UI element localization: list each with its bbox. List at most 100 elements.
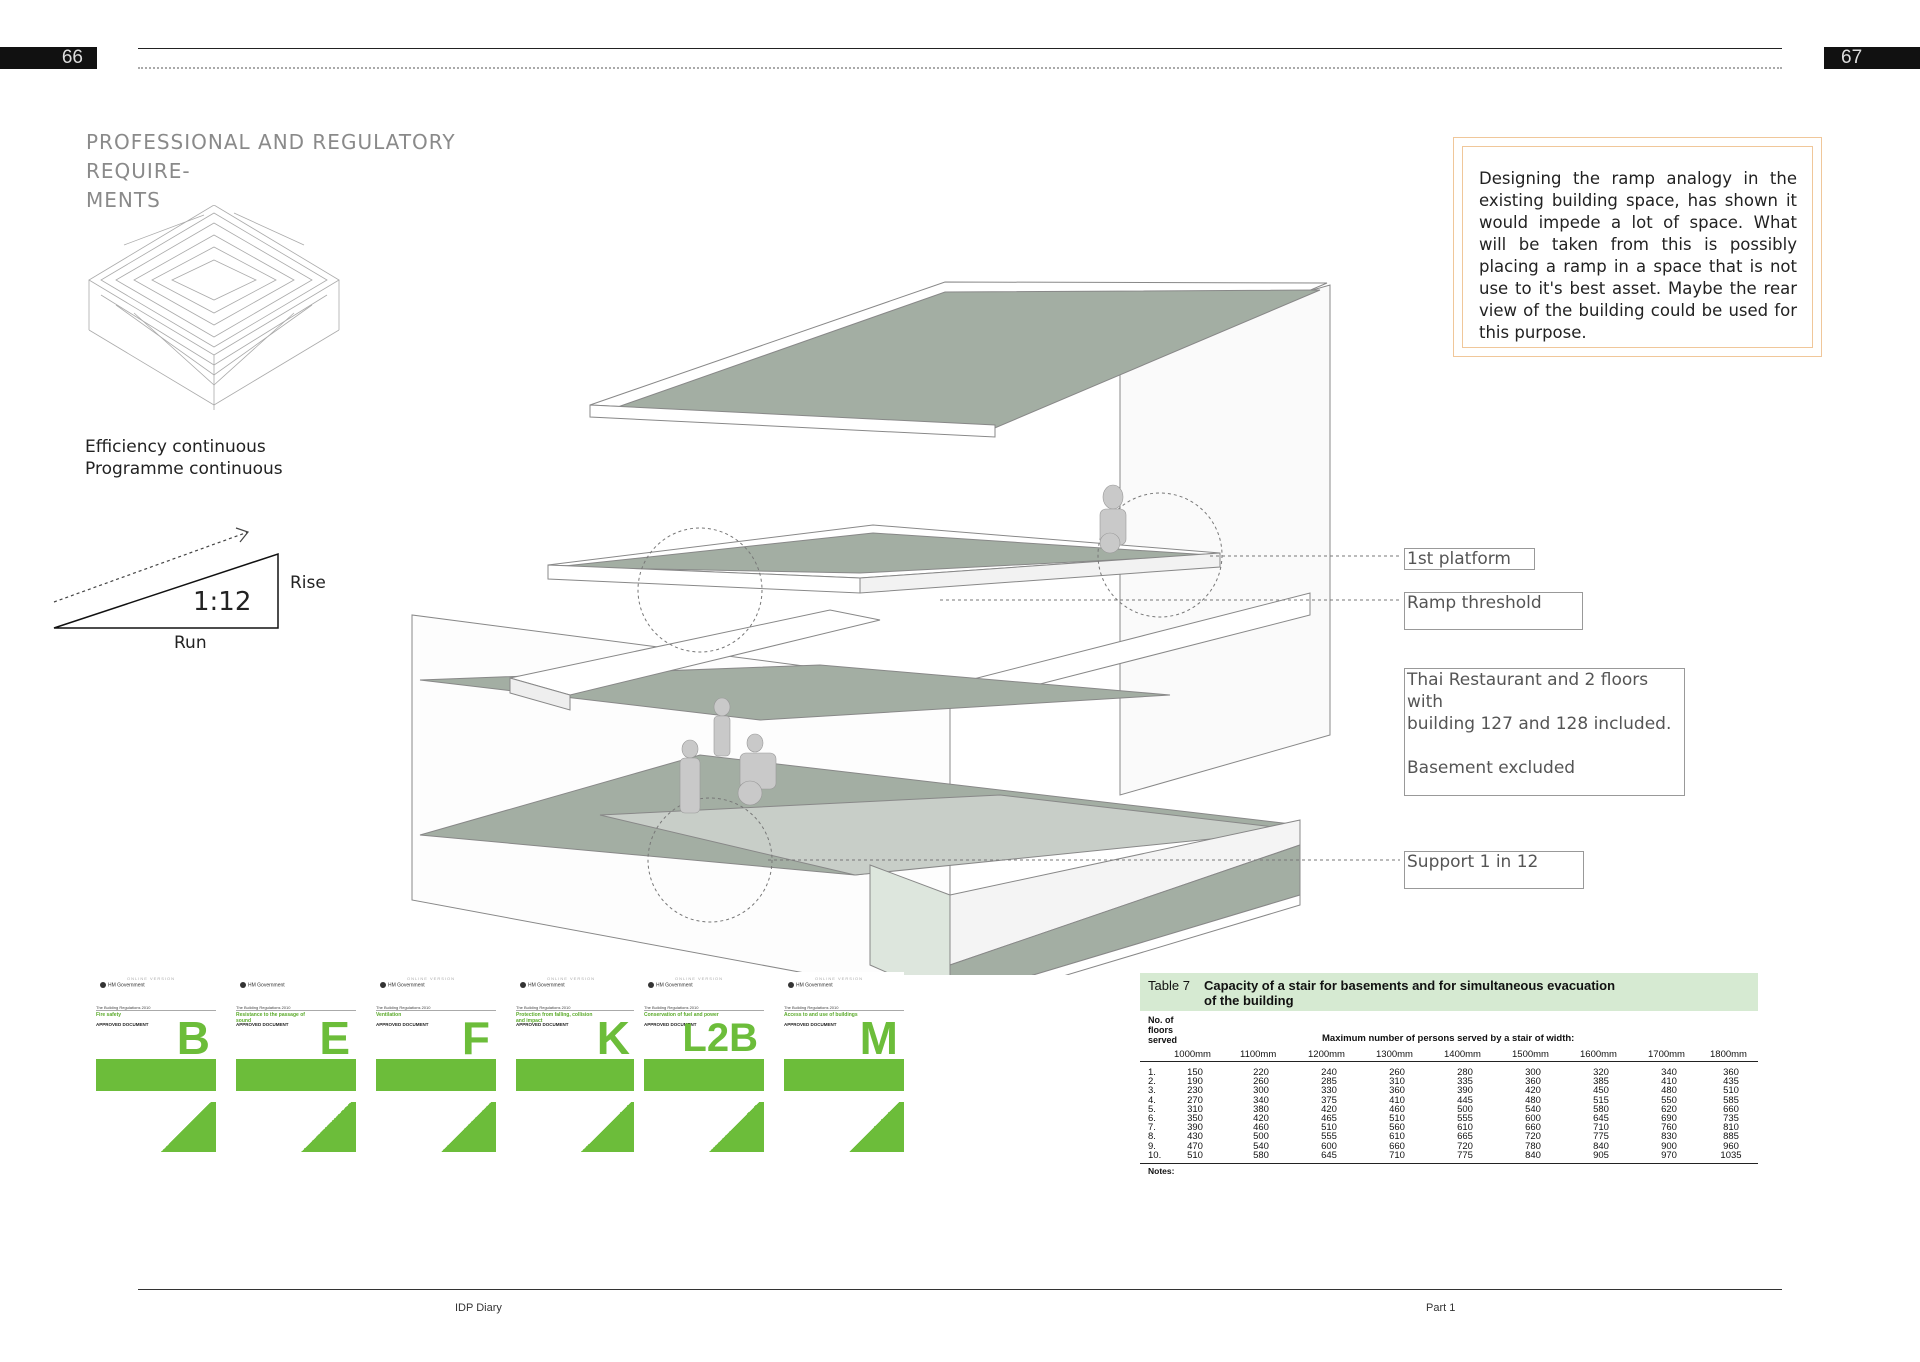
cover-regulations: The Building Regulations 2010: [96, 1005, 151, 1010]
table-cell: 885: [1723, 1131, 1739, 1143]
cover-rule: [516, 1010, 636, 1011]
table-cell: 375: [1321, 1094, 1337, 1106]
cover-regulations: The Building Regulations 2010: [784, 1005, 839, 1010]
table-cell: 710: [1593, 1122, 1609, 1134]
table-row-number: 3.: [1148, 1085, 1156, 1097]
table-cell: 340: [1661, 1067, 1677, 1078]
table-notes: Notes:: [1148, 1166, 1175, 1176]
person-child-head: [713, 697, 731, 717]
cover-government-logo: HM Government: [788, 982, 833, 988]
table-column-header: 1700mm: [1648, 1049, 1685, 1060]
table-cell: 515: [1593, 1094, 1609, 1106]
cover-approved-document: APPROVED DOCUMENT: [376, 1022, 429, 1027]
cover-regulations: The Building Regulations 2010: [644, 1005, 699, 1010]
table-cell: 775: [1457, 1149, 1473, 1161]
footer-rule: [138, 1289, 1782, 1290]
table-cell: 810: [1723, 1122, 1739, 1134]
table-row-number: 1.: [1148, 1067, 1156, 1078]
detail-circle-support: [647, 797, 773, 923]
table-cell: 410: [1389, 1094, 1405, 1106]
cover-corner: [156, 1102, 216, 1152]
cover-government-logo: HM Government: [100, 982, 145, 988]
table-cell: 150: [1187, 1067, 1203, 1078]
cover-approved-document: APPROVED DOCUMENT: [644, 1022, 697, 1027]
label-thai-line2: building 127 and 128 included.: [1407, 714, 1672, 734]
table-row-number: 4.: [1148, 1094, 1156, 1106]
ramp-ratio-label: 1:12: [193, 587, 252, 617]
cover-green-band: [236, 1059, 356, 1091]
table-cell: 780: [1525, 1140, 1541, 1152]
table-cell: 280: [1457, 1067, 1473, 1078]
cover-online-version: ONLINE VERSION: [674, 976, 723, 981]
table-cell: 775: [1593, 1131, 1609, 1143]
table-cell: 550: [1661, 1094, 1677, 1106]
table-cell: 285: [1321, 1076, 1337, 1088]
rise-label: Rise: [290, 573, 326, 593]
cover-corner: [704, 1102, 764, 1152]
table-rule: [1140, 1061, 1758, 1062]
cover-online-version: ONLINE VERSION: [406, 976, 455, 981]
note-text: Designing the ramp analogy in the existi…: [1479, 169, 1797, 342]
table-cell: 510: [1723, 1085, 1739, 1097]
cover-green-band: [96, 1059, 216, 1091]
table-cell: 480: [1661, 1085, 1677, 1097]
ramp-slope-arrow: [53, 531, 249, 603]
ramp-ratio-diagram: [53, 527, 279, 629]
table-column-header: 1800mm: [1710, 1049, 1747, 1060]
table-cell: 435: [1723, 1076, 1739, 1088]
cover-government-logo: HM Government: [520, 982, 565, 988]
max-persons-header: Maximum number of persons served by a st…: [1322, 1033, 1575, 1044]
page-title-line2: MENTS: [86, 188, 161, 212]
cover-approved-document: APPROVED DOCUMENT: [784, 1022, 837, 1027]
person-adult-head: [681, 739, 699, 759]
table-cell: 230: [1187, 1085, 1203, 1097]
table-cell: 310: [1187, 1103, 1203, 1115]
cover-green-band: [784, 1059, 904, 1091]
note-box-inner: [1462, 146, 1813, 348]
table-cell: 580: [1253, 1149, 1269, 1161]
run-label: Run: [174, 633, 207, 653]
nested-frames-sketch: [88, 205, 340, 410]
cover-corner: [436, 1102, 496, 1152]
table-column-header: 1300mm: [1376, 1049, 1413, 1060]
label-first-platform: 1st platform: [1404, 548, 1535, 570]
table-cell: 330: [1321, 1085, 1337, 1097]
table-cell: 600: [1525, 1113, 1541, 1124]
table-cell: 900: [1661, 1140, 1677, 1152]
platform-side: [859, 552, 1221, 594]
table-cell: 480: [1525, 1094, 1541, 1106]
table-cell: 560: [1389, 1122, 1405, 1134]
table-cell: 420: [1321, 1103, 1337, 1115]
table-cell: 690: [1661, 1113, 1677, 1124]
glass-panel: [869, 864, 951, 975]
table-cell: 580: [1593, 1103, 1609, 1115]
cover-government-logo: HM Government: [648, 982, 693, 988]
label-thai-restaurant: Thai Restaurant and 2 floors with buildi…: [1404, 668, 1685, 796]
floors-served-header: No. of floors served: [1148, 1015, 1178, 1045]
cover-letter: L2B: [682, 1016, 758, 1060]
table-cell: 260: [1253, 1076, 1269, 1088]
table-column-header: 1500mm: [1512, 1049, 1549, 1060]
table-row-number: 7.: [1148, 1122, 1156, 1134]
table-cell: 430: [1187, 1131, 1203, 1143]
table-cell: 720: [1457, 1140, 1473, 1152]
table-cell: 710: [1389, 1149, 1405, 1161]
person-seated-head: [746, 733, 764, 753]
table-cell: 540: [1253, 1140, 1269, 1152]
table-cell: 660: [1723, 1103, 1739, 1115]
cover-rule: [644, 1010, 764, 1011]
table-cell: 840: [1525, 1149, 1541, 1161]
building-section-axonometric: [411, 281, 1400, 975]
table-cell: 645: [1321, 1149, 1337, 1161]
table-cell: 260: [1389, 1067, 1405, 1078]
table-cell: 510: [1389, 1113, 1405, 1124]
table-cell: 510: [1321, 1122, 1337, 1134]
table-cell: 460: [1389, 1103, 1405, 1115]
cover-corner: [296, 1102, 356, 1152]
cover-subject: Ventilation: [376, 1012, 402, 1018]
table-cell: 735: [1723, 1113, 1739, 1124]
table-row-number: 2.: [1148, 1076, 1156, 1088]
page-title-line1: PROFESSIONAL AND REGULATORY REQUIRE-: [86, 130, 456, 183]
table-7: Table 7 Capacity of a stair for basement…: [1140, 973, 1758, 1176]
